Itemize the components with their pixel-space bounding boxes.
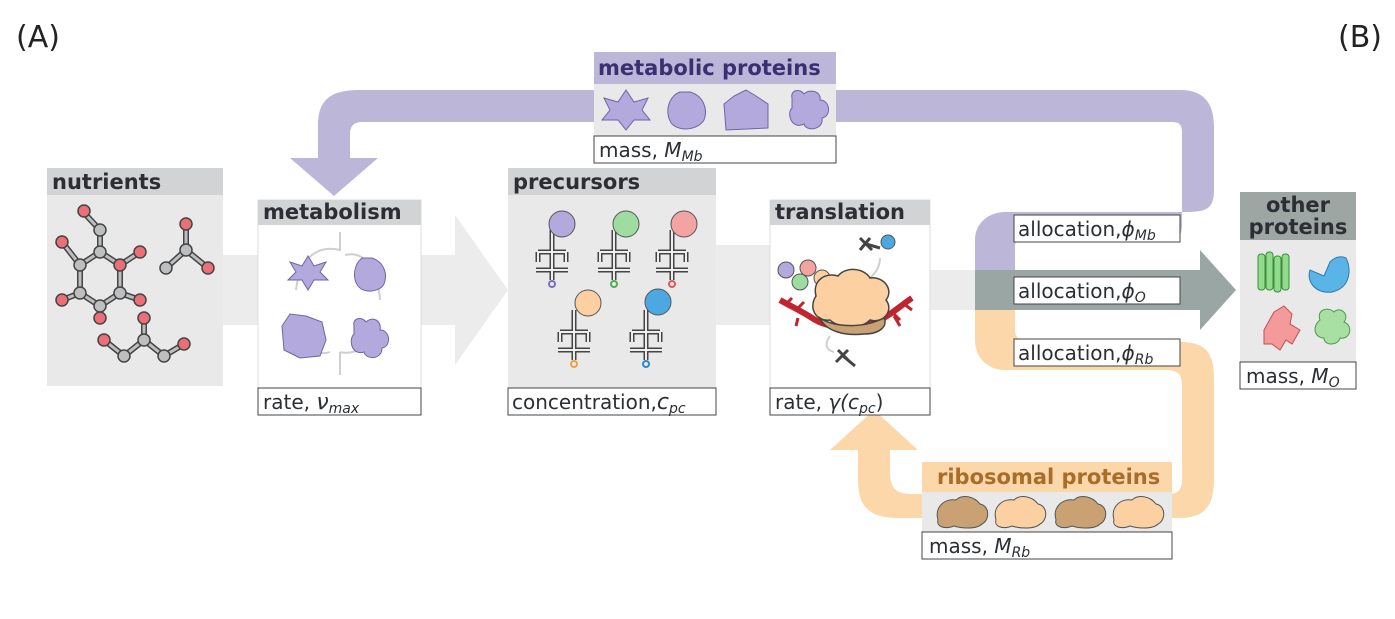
- allocation-ribosomal-label: allocation,ϕRb: [1018, 341, 1153, 368]
- metabolic-protein-house-icon: [723, 89, 769, 131]
- pacman-protein-icon: [1308, 256, 1350, 293]
- green-protein-icon: [1314, 308, 1351, 345]
- translation-caption-box: [769, 387, 931, 416]
- metabolism-caption-box: [257, 387, 422, 416]
- ribosome-large-subunit-icon: [812, 268, 890, 328]
- ribosomal-proteins-title: ribosomal proteins: [937, 465, 1160, 489]
- ribosomal-proteins-caption: mass, MRb: [929, 534, 1030, 561]
- trna-blue-icon: [630, 288, 672, 368]
- panel-label-a: (A): [16, 20, 60, 55]
- acetate-molecule-icon: [159, 217, 215, 275]
- allocation-ribosomal-box: [1013, 338, 1181, 367]
- metabolic-loop-band: [318, 90, 1214, 270]
- metabolic-proteins-title: metabolic proteins: [598, 56, 821, 80]
- other-proteins-title-line2: proteins: [1249, 215, 1348, 239]
- glucose-atoms: [55, 204, 147, 325]
- translation-title-bar: [770, 200, 930, 225]
- flow-arrow-nutrients-metabolism: [222, 255, 260, 325]
- translation-caption: rate, γ(cpc): [775, 390, 883, 417]
- nutrients-title: nutrients: [52, 170, 161, 194]
- metabolic-proteins-title-bar: [594, 52, 836, 84]
- ribosomal-proteins-title-bar: [922, 462, 1172, 492]
- metabolism-caption: rate, νmax: [263, 390, 360, 417]
- trna-green-icon: [598, 210, 640, 288]
- trna-purple-icon: [536, 210, 576, 288]
- flow-arrow-metabolism-precursors: [420, 215, 508, 365]
- outgoing-trna-flow-arrow: [825, 335, 835, 353]
- trna-red-icon: [656, 210, 698, 288]
- metabolic-enzyme-star-icon: [286, 255, 330, 291]
- metabolic-proteins-caption-box: [593, 135, 837, 164]
- other-proteins-caption-box: [1239, 361, 1357, 390]
- precursors-caption: concentration,cpc: [512, 390, 686, 417]
- other-proteins-title-line1: other: [1266, 193, 1331, 217]
- incoming-trna-icon: [858, 234, 896, 252]
- metabolism-title: metabolism: [263, 200, 402, 224]
- precursors-caption-box: [507, 387, 717, 416]
- metabolic-proteins-caption: mass, MMb: [599, 138, 703, 165]
- metabolic-arrowhead: [290, 158, 378, 196]
- red-protein-icon: [1263, 305, 1301, 351]
- ribosome-small-subunit-icon: [818, 315, 886, 336]
- nutrients-panel: [47, 168, 223, 386]
- other-proteins-caption: mass, MO: [1246, 364, 1340, 391]
- metabolic-protein-blob-icon: [789, 90, 829, 130]
- mrna-teeth: [784, 296, 913, 327]
- glycerol-molecule-icon: [97, 311, 191, 363]
- flow-arrow-precursors-translation: [716, 245, 770, 325]
- allocation-metabolic-label: allocation,ϕMb: [1018, 217, 1156, 244]
- metabolic-enzyme-house-icon: [281, 313, 327, 359]
- metabolic-protein-star-icon: [600, 89, 652, 131]
- allocation-other-label: allocation,ϕO: [1018, 279, 1146, 306]
- precursors-title: precursors: [513, 170, 640, 194]
- metabolic-protein-round-icon: [667, 91, 706, 130]
- flow-arrow-to-allocation: [930, 270, 975, 310]
- panel-label-b: (B): [1338, 20, 1382, 55]
- nutrients-title-bar: [47, 168, 223, 195]
- metabolic-enzyme-blob-icon: [350, 318, 389, 358]
- allocation-other-box: [1013, 276, 1181, 305]
- metabolic-enzyme-round-icon: [354, 257, 386, 292]
- allocation-metabolic-box: [1013, 214, 1181, 243]
- outgoing-trna-icon: [834, 348, 856, 368]
- ribosomal-proteins-caption-box: [921, 531, 1173, 560]
- trna-orange-icon: [558, 289, 602, 368]
- membrane-protein-icon: [1257, 251, 1290, 293]
- translation-title: translation: [775, 200, 905, 224]
- other-proteins-title-bar: [1240, 192, 1356, 240]
- metabolism-title-bar: [258, 200, 421, 225]
- precursors-title-bar: [508, 168, 716, 195]
